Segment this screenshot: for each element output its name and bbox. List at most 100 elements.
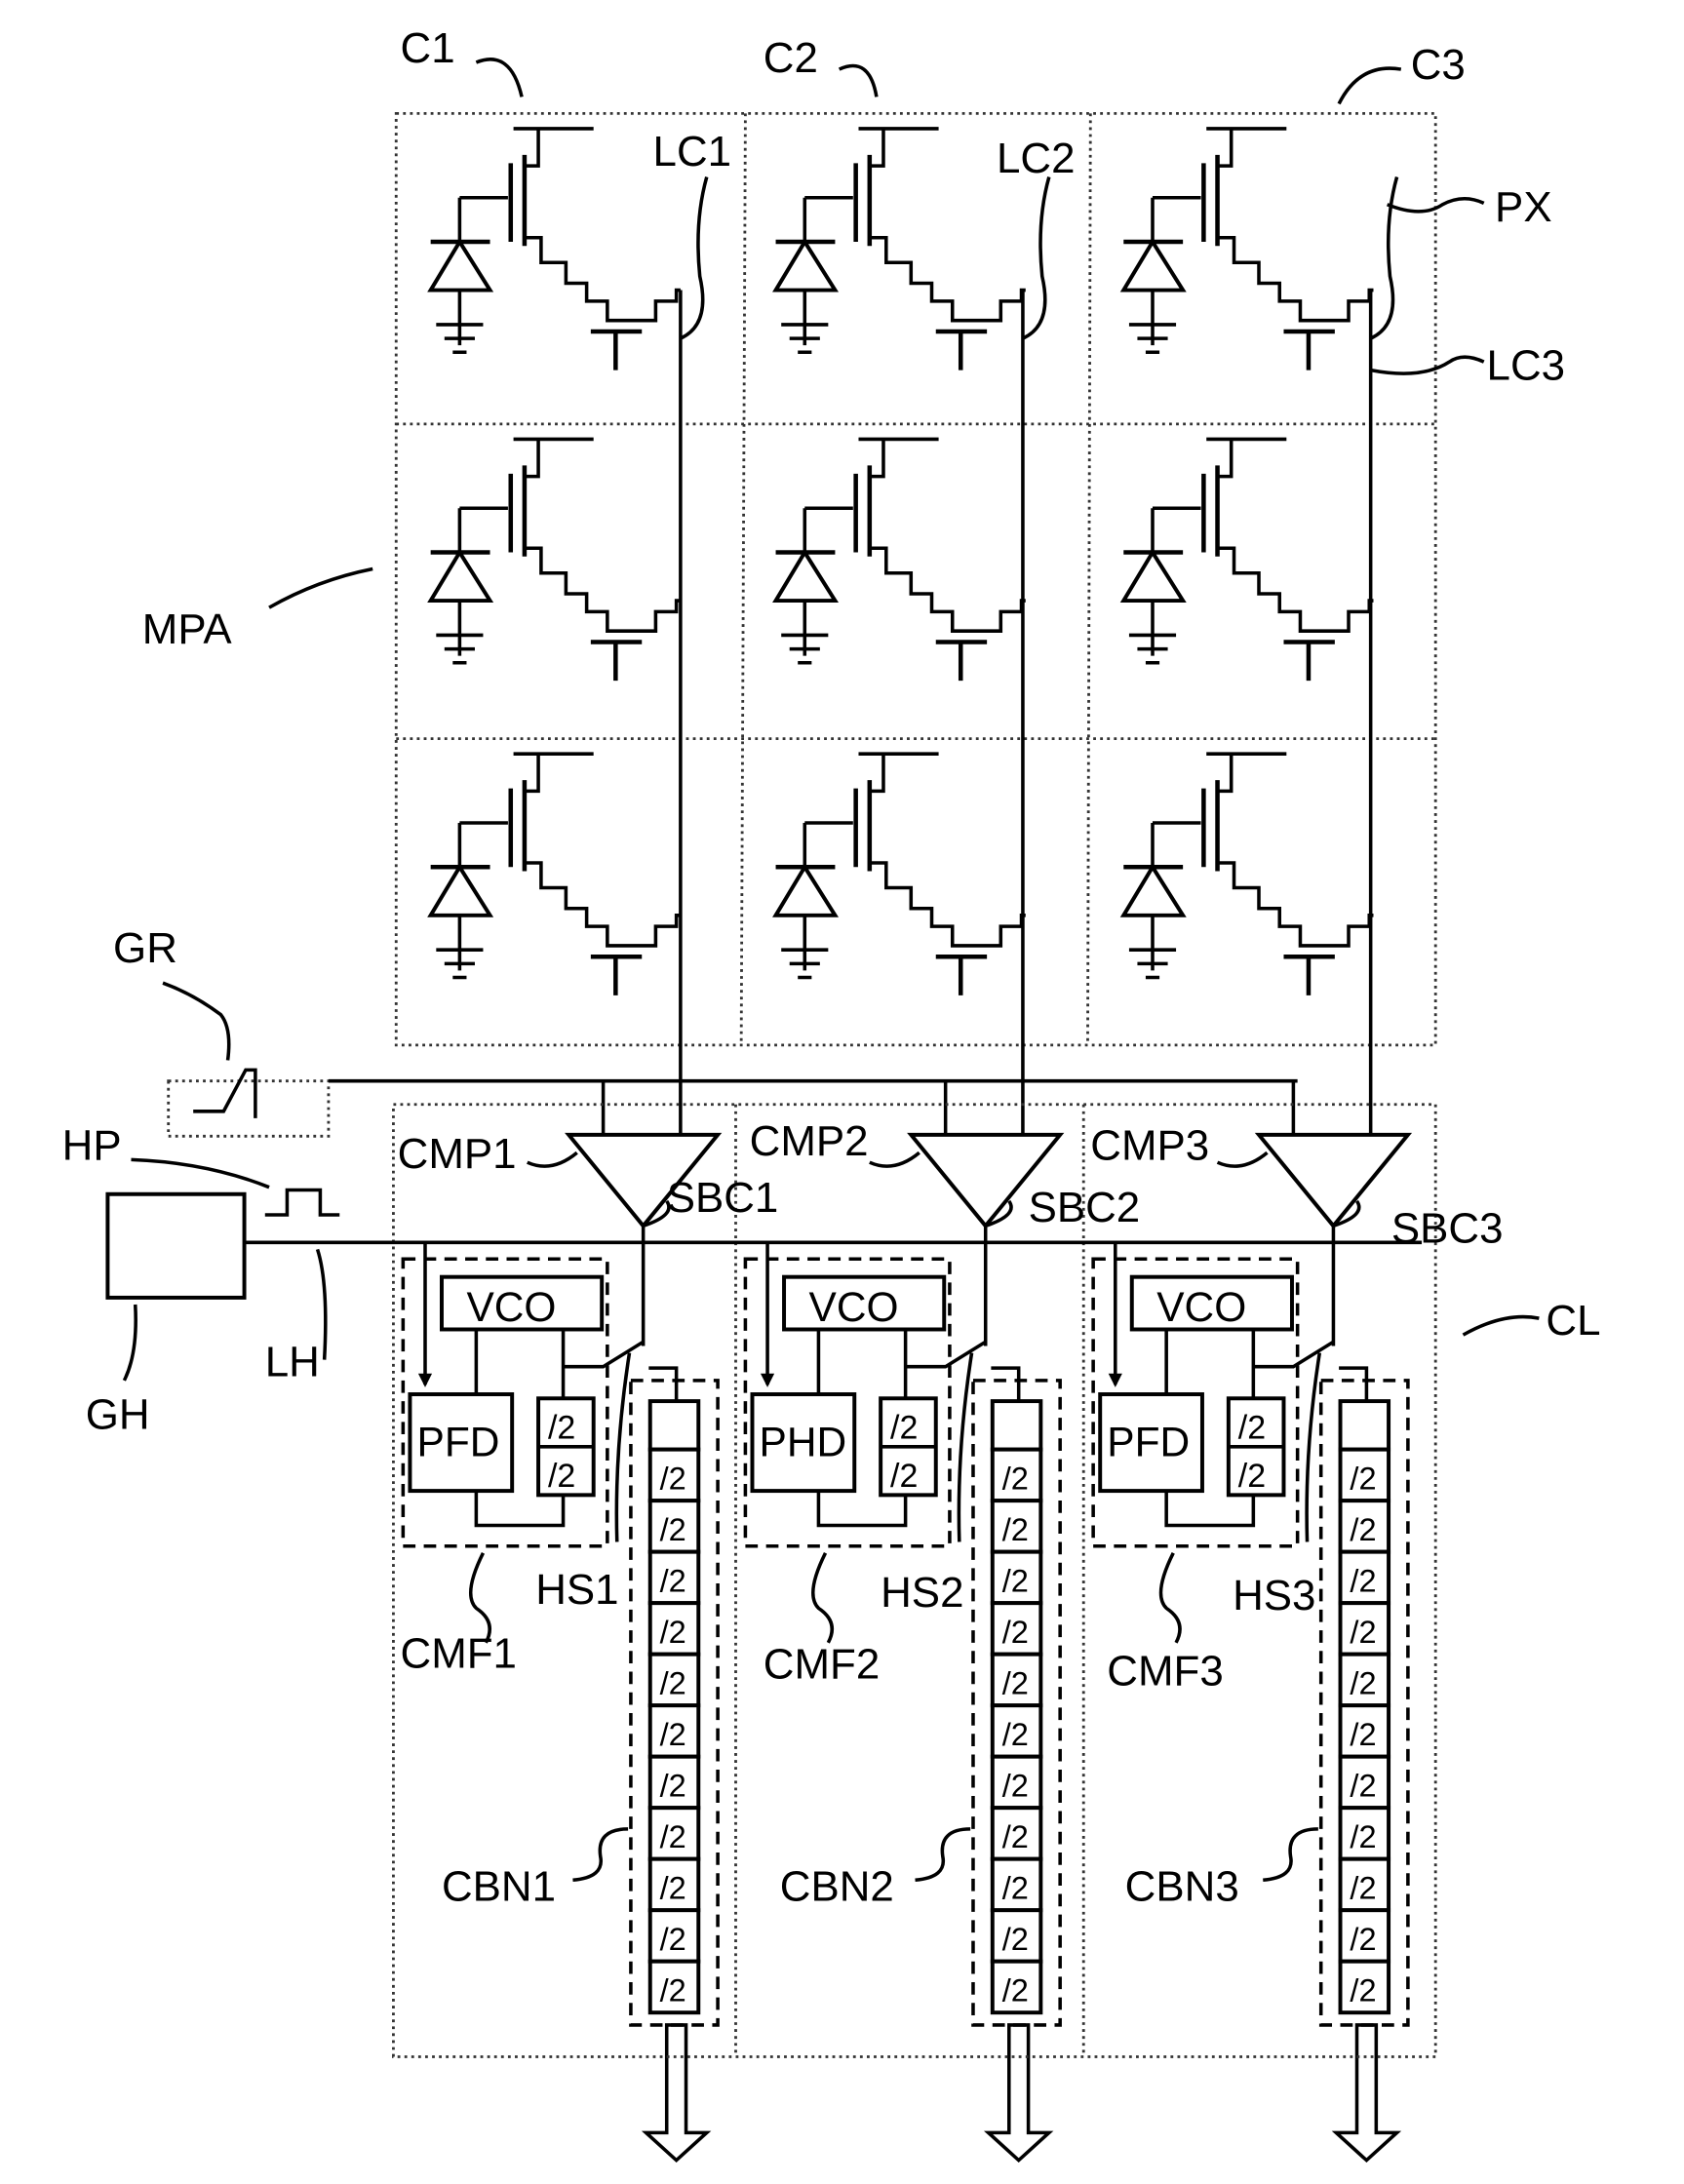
- wire: [858, 437, 939, 479]
- wire: [1337, 66, 1402, 105]
- column-circuit-outline: [392, 1103, 1437, 2058]
- photodiode-icon: [427, 863, 494, 917]
- divider-label: /2: [1002, 1462, 1029, 1497]
- divider-label: /2: [1002, 1717, 1029, 1752]
- output-arrow-icon: [1331, 2023, 1402, 2164]
- wire: [1206, 437, 1287, 479]
- divider-label: /2: [660, 1462, 686, 1497]
- leader: [957, 1352, 974, 1542]
- wire: [1206, 127, 1287, 168]
- wire: [991, 1366, 1021, 1402]
- clock-generator-label: GH: [86, 1390, 150, 1438]
- wire: [105, 1191, 247, 1300]
- leader: [1369, 176, 1399, 340]
- column-label: C1: [401, 24, 455, 72]
- leader: [1022, 176, 1051, 340]
- matrix-outline: [394, 111, 1437, 1047]
- select-transistor: [1283, 955, 1335, 995]
- leader: [1216, 1150, 1269, 1168]
- switch: [1253, 1340, 1335, 1369]
- photodiode-icon: [772, 863, 840, 917]
- leader: [572, 1827, 629, 1883]
- switch: [563, 1340, 645, 1369]
- column-line-label: LC1: [653, 128, 732, 176]
- comparator-label: CMP2: [750, 1117, 869, 1165]
- pixel-output: [869, 861, 1026, 948]
- leader: [680, 176, 709, 340]
- photodiode-icon: [427, 548, 494, 604]
- divider-label: /2: [660, 1512, 686, 1547]
- leader: [162, 981, 231, 1061]
- divider-label: /2: [1350, 1973, 1376, 2008]
- divider-label: /2: [1002, 1922, 1029, 1957]
- counter-divider-cell: [647, 1959, 701, 2015]
- counter-divider-cell: [647, 1703, 701, 1759]
- counter-divider-cell: [990, 1447, 1043, 1503]
- leader: [643, 1199, 671, 1228]
- multiplier-label: CMF1: [401, 1629, 517, 1677]
- select-transistor: [935, 955, 988, 995]
- divider-label: /2: [1350, 1615, 1376, 1650]
- pixel: [1119, 752, 1374, 995]
- wire: [417, 1373, 433, 1387]
- ground-icon: [1128, 948, 1177, 980]
- pixel: [772, 752, 1026, 995]
- wire: [1386, 197, 1485, 214]
- wire: [1370, 355, 1485, 375]
- wire: [858, 127, 939, 168]
- counter-divider-cell: [647, 1908, 701, 1964]
- pixel: [772, 437, 1026, 682]
- divider-label: /2: [1350, 1666, 1376, 1701]
- counter-divider-cell: [647, 1652, 701, 1708]
- ground-icon: [436, 948, 484, 980]
- wire: [858, 752, 939, 794]
- matrix-label: MPA: [142, 605, 233, 653]
- vco-box: [782, 1274, 947, 1332]
- detector-label: PFD: [1107, 1420, 1190, 1465]
- divider-label: /2: [660, 1871, 686, 1906]
- vco-box: [1129, 1274, 1294, 1332]
- ground-icon: [781, 948, 829, 980]
- ground-icon: [436, 323, 484, 355]
- ground-icon: [1128, 633, 1177, 665]
- ground-icon: [781, 633, 829, 665]
- select-transistor: [1283, 640, 1335, 682]
- column-label: C2: [764, 34, 818, 82]
- detector-box: [750, 1392, 857, 1494]
- frequency-multiplier-outline: [1091, 1257, 1300, 1548]
- divider-label: /2: [1002, 1512, 1029, 1547]
- pixel-output: [869, 235, 1026, 323]
- wire: [816, 1329, 908, 1528]
- counter-cell: [1338, 1399, 1391, 1452]
- leader: [131, 1157, 270, 1190]
- divider-label: /2: [1350, 1871, 1376, 1906]
- leader: [268, 566, 373, 609]
- leader: [1263, 1827, 1318, 1883]
- select-transistor: [935, 329, 988, 370]
- leader: [869, 1150, 920, 1168]
- wire: [474, 1329, 566, 1528]
- column-divider: [739, 113, 747, 1045]
- detector-label: PFD: [417, 1420, 500, 1465]
- wire: [427, 127, 1374, 995]
- pixel-output: [1217, 546, 1374, 633]
- divider-label: /2: [1002, 1769, 1029, 1804]
- divider-label: /2: [548, 1458, 575, 1495]
- divider-label: /2: [1002, 1564, 1029, 1599]
- detector-box: [408, 1392, 515, 1494]
- divider-label: /2: [890, 1458, 918, 1495]
- photodiode-icon: [1119, 863, 1187, 917]
- clock-line-label: LH: [265, 1339, 320, 1386]
- divider-label: /2: [660, 1666, 686, 1701]
- divider-label: /2: [1350, 1769, 1376, 1804]
- divider-label: /2: [660, 1717, 686, 1752]
- wire: VCOPFD/2/2/2/2/2/2/2/2/2/2/2/2/2VCOPHD/2…: [401, 58, 1485, 2164]
- leader: [1305, 1352, 1322, 1542]
- multiplier-label: CMF3: [1107, 1648, 1223, 1696]
- divider-label: /2: [1002, 1615, 1029, 1650]
- pixel-output: [524, 235, 681, 323]
- leader: [122, 1304, 137, 1382]
